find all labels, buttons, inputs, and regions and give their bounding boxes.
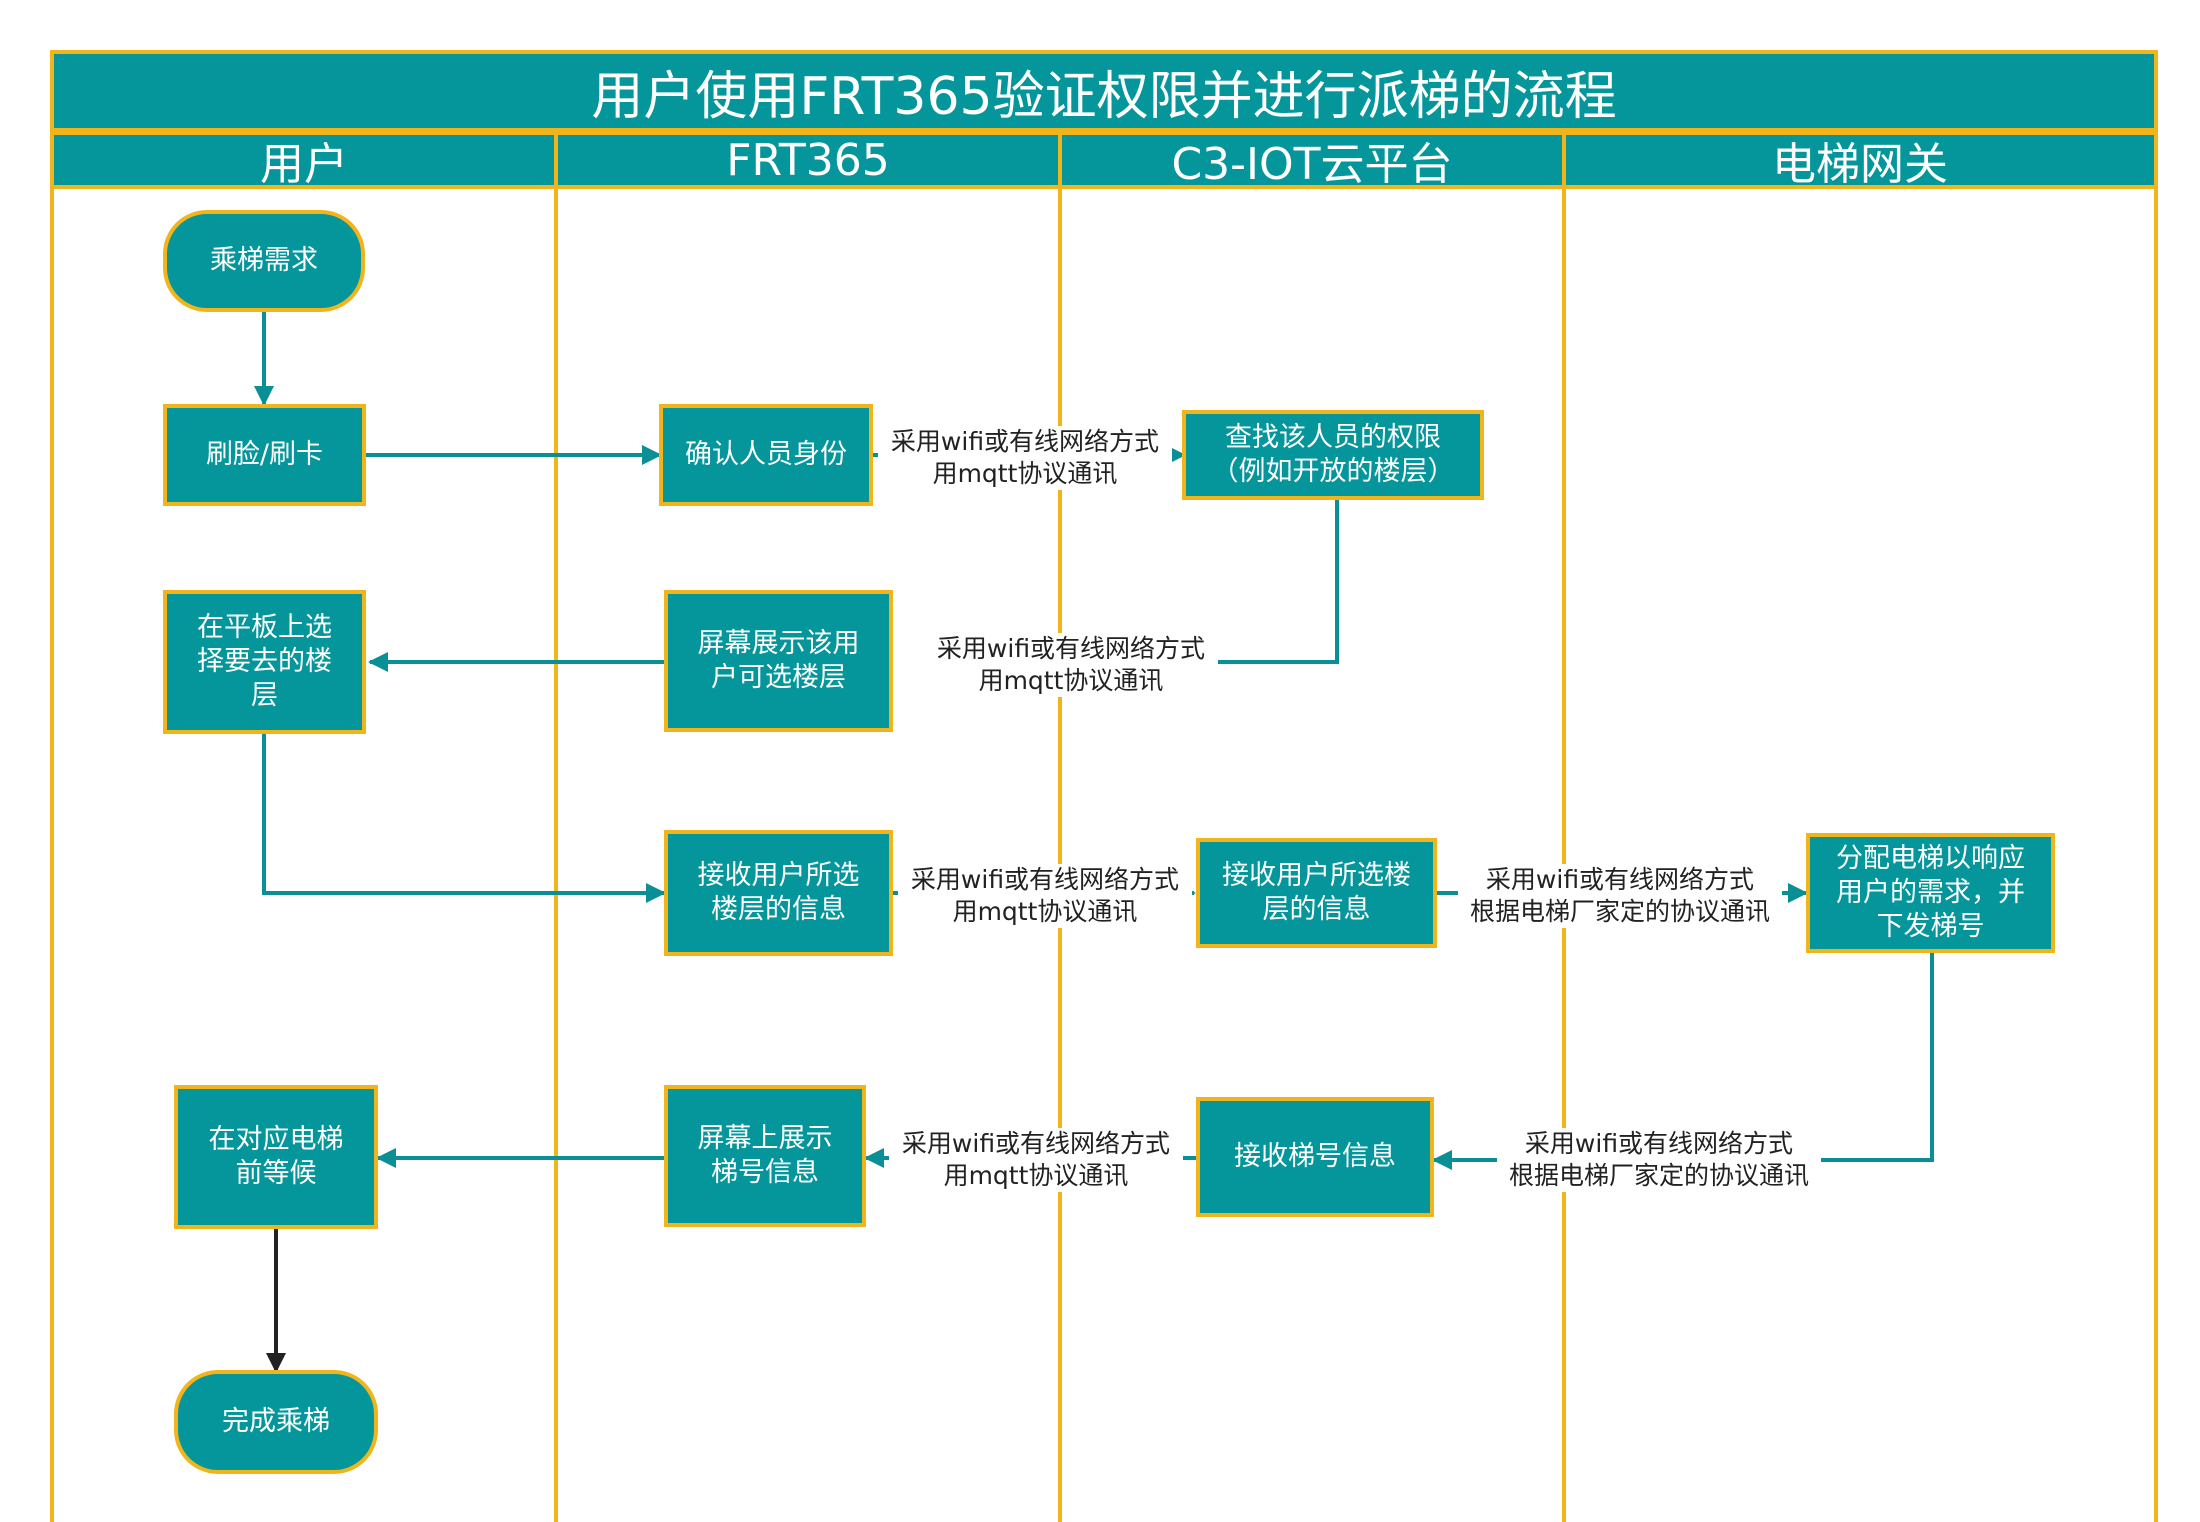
lane-divider [50,189,54,1522]
node-show-elevator-no: 屏幕上展示 梯号信息 [664,1085,866,1227]
lane-header-user: 用户 [50,131,558,190]
lane-divider [1562,189,1566,1522]
lane-header-frt365: FRT365 [554,131,1062,189]
lane-header-cloud-platform: C3-IOT云平台 [1058,131,1566,190]
connector-select-to-receive [262,734,666,903]
node-receive-floor-cloud: 接收用户所选楼 层的信息 [1196,838,1437,948]
edge-label-vendor-protocol: 采用wifi或有线网络方式 根据电梯厂家定的协议通讯 [1497,1128,1821,1192]
edge-label-vendor-protocol: 采用wifi或有线网络方式 根据电梯厂家定的协议通讯 [1458,864,1782,928]
edge-label-mqtt: 采用wifi或有线网络方式 用mqtt协议通讯 [898,864,1192,928]
node-ride-demand: 乘梯需求 [163,210,365,312]
lane-divider [1058,189,1062,1522]
node-wait-elevator: 在对应电梯 前等候 [174,1085,378,1229]
edge-label-mqtt: 采用wifi或有线网络方式 用mqtt协议通讯 [878,426,1172,490]
node-select-floor: 在平板上选 择要去的楼 层 [163,590,366,734]
node-face-card: 刷脸/刷卡 [163,404,366,506]
node-finish: 完成乘梯 [174,1370,378,1474]
edge-label-mqtt: 采用wifi或有线网络方式 用mqtt协议通讯 [889,1128,1183,1192]
node-confirm-identity: 确认人员身份 [659,404,873,506]
lane-divider [2154,189,2158,1522]
node-receive-elevator-no: 接收梯号信息 [1196,1097,1434,1217]
lane-header-elevator-gateway: 电梯网关 [1562,131,2158,190]
node-assign-elevator: 分配电梯以响应 用户的需求，并 下发梯号 [1806,833,2055,953]
edge-label-mqtt: 采用wifi或有线网络方式 用mqtt协议通讯 [924,633,1218,697]
node-receive-floor-frt: 接收用户所选 楼层的信息 [664,830,893,956]
node-lookup-permission: 查找该人员的权限 （例如开放的楼层） [1182,410,1484,500]
lane-divider [554,189,558,1522]
node-show-floors: 屏幕展示该用 户可选楼层 [664,590,893,732]
diagram-title: 用户使用FRT365验证权限并进行派梯的流程 [50,50,2158,132]
